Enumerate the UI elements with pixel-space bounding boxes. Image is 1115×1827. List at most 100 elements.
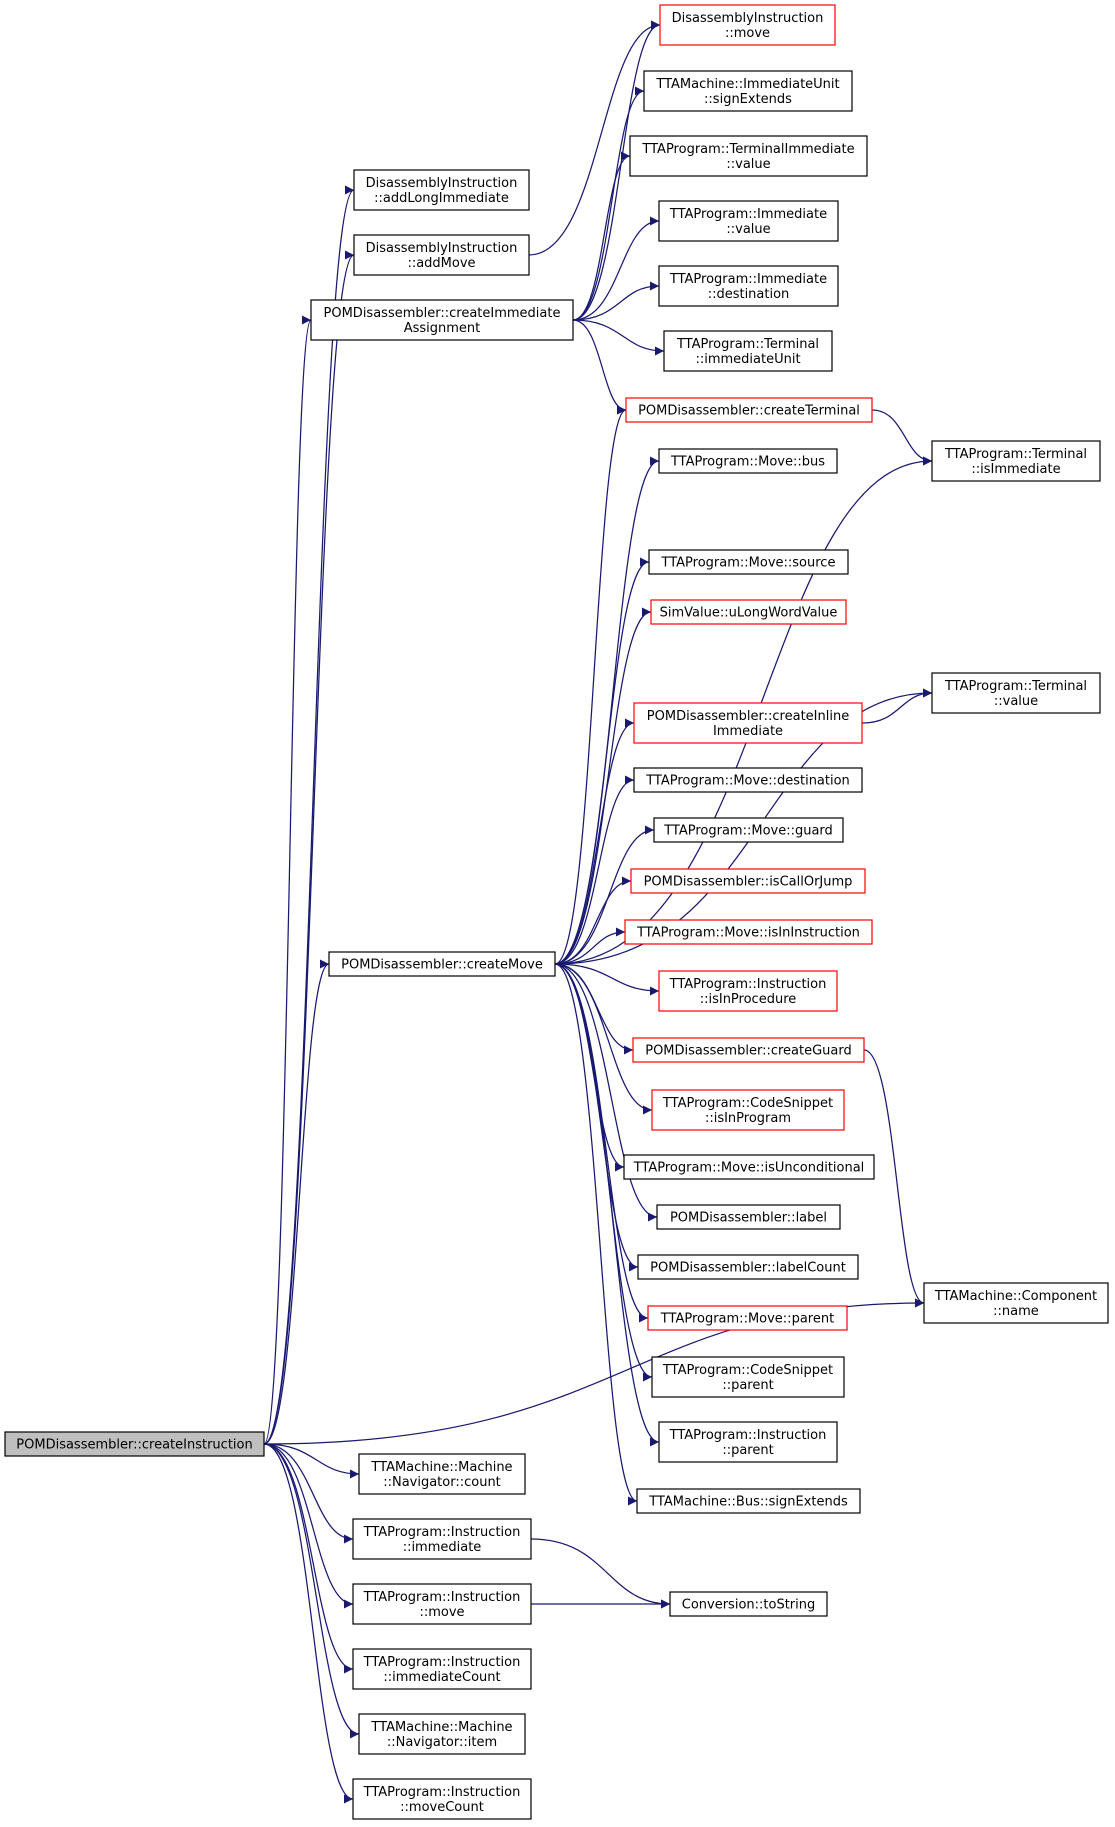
node-box[interactable] <box>352 1778 532 1820</box>
edges-layer <box>263 20 933 1804</box>
node-box[interactable] <box>658 448 838 474</box>
node-label: TTAProgram::Instruction <box>363 1525 521 1540</box>
node-move_source[interactable]: TTAProgram::Move::source <box>648 549 849 575</box>
node-box[interactable] <box>328 951 556 977</box>
node-nav_item[interactable]: TTAMachine::Machine::Navigator::item <box>358 1713 526 1755</box>
node-instr_parent[interactable]: TTAProgram::Instruction::parent <box>658 1421 838 1463</box>
node-box[interactable] <box>353 169 530 211</box>
node-box[interactable] <box>658 265 839 307</box>
node-instr_immediateCount[interactable]: TTAProgram::Instruction::immediateCount <box>352 1648 532 1690</box>
node-nav_count[interactable]: TTAMachine::Machine::Navigator::count <box>358 1453 526 1495</box>
node-di_move[interactable]: DisassemblyInstruction::move <box>659 4 836 46</box>
node-box[interactable] <box>358 1713 526 1755</box>
node-move_isUnconditional[interactable]: TTAProgram::Move::isUnconditional <box>623 1154 875 1180</box>
node-box[interactable] <box>358 1453 526 1495</box>
edge-root-to-createMove <box>263 959 330 1445</box>
node-label: TTAProgram::Terminal <box>944 447 1087 462</box>
node-box[interactable] <box>352 1583 532 1625</box>
node-box[interactable] <box>658 970 838 1012</box>
node-addLongImmediate[interactable]: DisassemblyInstruction::addLongImmediate <box>353 169 530 211</box>
node-label: TTAProgram::CodeSnippet <box>662 1363 833 1378</box>
node-move_destination[interactable]: TTAProgram::Move::destination <box>633 767 863 793</box>
node-box[interactable] <box>624 919 873 945</box>
node-createImmediateAssignment[interactable]: POMDisassembler::createImmediateAssignme… <box>310 299 574 341</box>
node-imm_destination[interactable]: TTAProgram::Immediate::destination <box>658 265 839 307</box>
node-move_bus[interactable]: TTAProgram::Move::bus <box>658 448 838 474</box>
node-box[interactable] <box>653 817 844 843</box>
node-box[interactable] <box>651 1356 845 1398</box>
node-box[interactable] <box>633 702 863 744</box>
node-move_guard[interactable]: TTAProgram::Move::guard <box>653 817 844 843</box>
node-box[interactable] <box>310 299 574 341</box>
node-term_immediateUnit[interactable]: TTAProgram::Terminal::immediateUnit <box>663 330 833 372</box>
node-pom_labelCount[interactable]: POMDisassembler::labelCount <box>637 1254 859 1280</box>
node-instr_moveCount[interactable]: TTAProgram::Instruction::moveCount <box>352 1778 532 1820</box>
node-ti_value[interactable]: TTAProgram::TerminalImmediate::value <box>629 135 868 177</box>
node-label: ::value <box>726 157 770 172</box>
node-move_isInInstruction[interactable]: TTAProgram::Move::isInInstruction <box>624 919 873 945</box>
node-label: ::isInProcedure <box>700 992 797 1007</box>
node-createTerminal[interactable]: POMDisassembler::createTerminal <box>625 397 873 423</box>
node-createGuard[interactable]: POMDisassembler::createGuard <box>632 1037 865 1063</box>
node-label: ::isInProgram <box>705 1111 791 1126</box>
node-box[interactable] <box>923 1282 1109 1324</box>
node-pom_label[interactable]: POMDisassembler::label <box>656 1204 841 1230</box>
node-box[interactable] <box>651 1089 845 1131</box>
edge-createImmediateAssignment-to-iu_signExtends <box>572 86 645 321</box>
node-box[interactable] <box>648 549 849 575</box>
node-box[interactable] <box>931 672 1101 714</box>
node-box[interactable] <box>629 135 868 177</box>
node-root[interactable]: POMDisassembler::createInstruction <box>4 1431 265 1457</box>
node-move_parent[interactable]: TTAProgram::Move::parent <box>647 1305 848 1331</box>
node-isCallOrJump[interactable]: POMDisassembler::isCallOrJump <box>630 868 866 894</box>
node-comp_name[interactable]: TTAMachine::Component::name <box>923 1282 1109 1324</box>
node-box[interactable] <box>658 200 839 242</box>
node-cs_parent[interactable]: TTAProgram::CodeSnippet::parent <box>651 1356 845 1398</box>
node-label: DisassemblyInstruction <box>366 241 518 256</box>
node-box[interactable] <box>659 4 836 46</box>
node-box[interactable] <box>632 1037 865 1063</box>
node-box[interactable] <box>353 234 530 276</box>
node-box[interactable] <box>636 1488 861 1514</box>
node-box[interactable] <box>643 70 853 112</box>
node-cs_isInProgram[interactable]: TTAProgram::CodeSnippet::isInProgram <box>651 1089 845 1131</box>
node-box[interactable] <box>352 1648 532 1690</box>
node-box[interactable] <box>637 1254 859 1280</box>
node-iu_signExtends[interactable]: TTAMachine::ImmediateUnit::signExtends <box>643 70 853 112</box>
edge-createMove-to-createInlineImmediate <box>554 718 635 965</box>
node-term_isImmediate[interactable]: TTAProgram::Terminal::isImmediate <box>931 440 1101 482</box>
node-box[interactable] <box>669 1591 828 1617</box>
node-label: DisassemblyInstruction <box>672 11 824 26</box>
node-uLongWordValue[interactable]: SimValue::uLongWordValue <box>650 599 847 625</box>
node-box[interactable] <box>633 767 863 793</box>
node-box[interactable] <box>663 330 833 372</box>
edge-root-to-nav_item <box>263 1443 360 1739</box>
node-box[interactable] <box>931 440 1101 482</box>
edge-createTerminal-to-term_isImmediate <box>871 409 933 466</box>
node-toString[interactable]: Conversion::toString <box>669 1591 828 1617</box>
node-term_value[interactable]: TTAProgram::Terminal::value <box>931 672 1101 714</box>
node-label: ::Navigator::count <box>383 1475 501 1490</box>
node-label: POMDisassembler::label <box>670 1211 827 1226</box>
node-box[interactable] <box>650 599 847 625</box>
node-createMove[interactable]: POMDisassembler::createMove <box>328 951 556 977</box>
node-bus_signExtends[interactable]: TTAMachine::Bus::signExtends <box>636 1488 861 1514</box>
node-box[interactable] <box>658 1421 838 1463</box>
node-box[interactable] <box>656 1204 841 1230</box>
node-box[interactable] <box>4 1431 265 1457</box>
node-imm_value[interactable]: TTAProgram::Immediate::value <box>658 200 839 242</box>
node-instr_immediate[interactable]: TTAProgram::Instruction::immediate <box>352 1518 532 1560</box>
edge-createImmediateAssignment-to-imm_value <box>572 216 660 321</box>
node-box[interactable] <box>630 868 866 894</box>
node-box[interactable] <box>647 1305 848 1331</box>
node-instr_move[interactable]: TTAProgram::Instruction::move <box>352 1583 532 1625</box>
node-box[interactable] <box>352 1518 532 1560</box>
node-instr_isInProcedure[interactable]: TTAProgram::Instruction::isInProcedure <box>658 970 838 1012</box>
node-box[interactable] <box>623 1154 875 1180</box>
node-label: ::moveCount <box>400 1800 484 1815</box>
node-box[interactable] <box>625 397 873 423</box>
node-label: ::addMove <box>407 256 475 271</box>
node-addMove[interactable]: DisassemblyInstruction::addMove <box>353 234 530 276</box>
